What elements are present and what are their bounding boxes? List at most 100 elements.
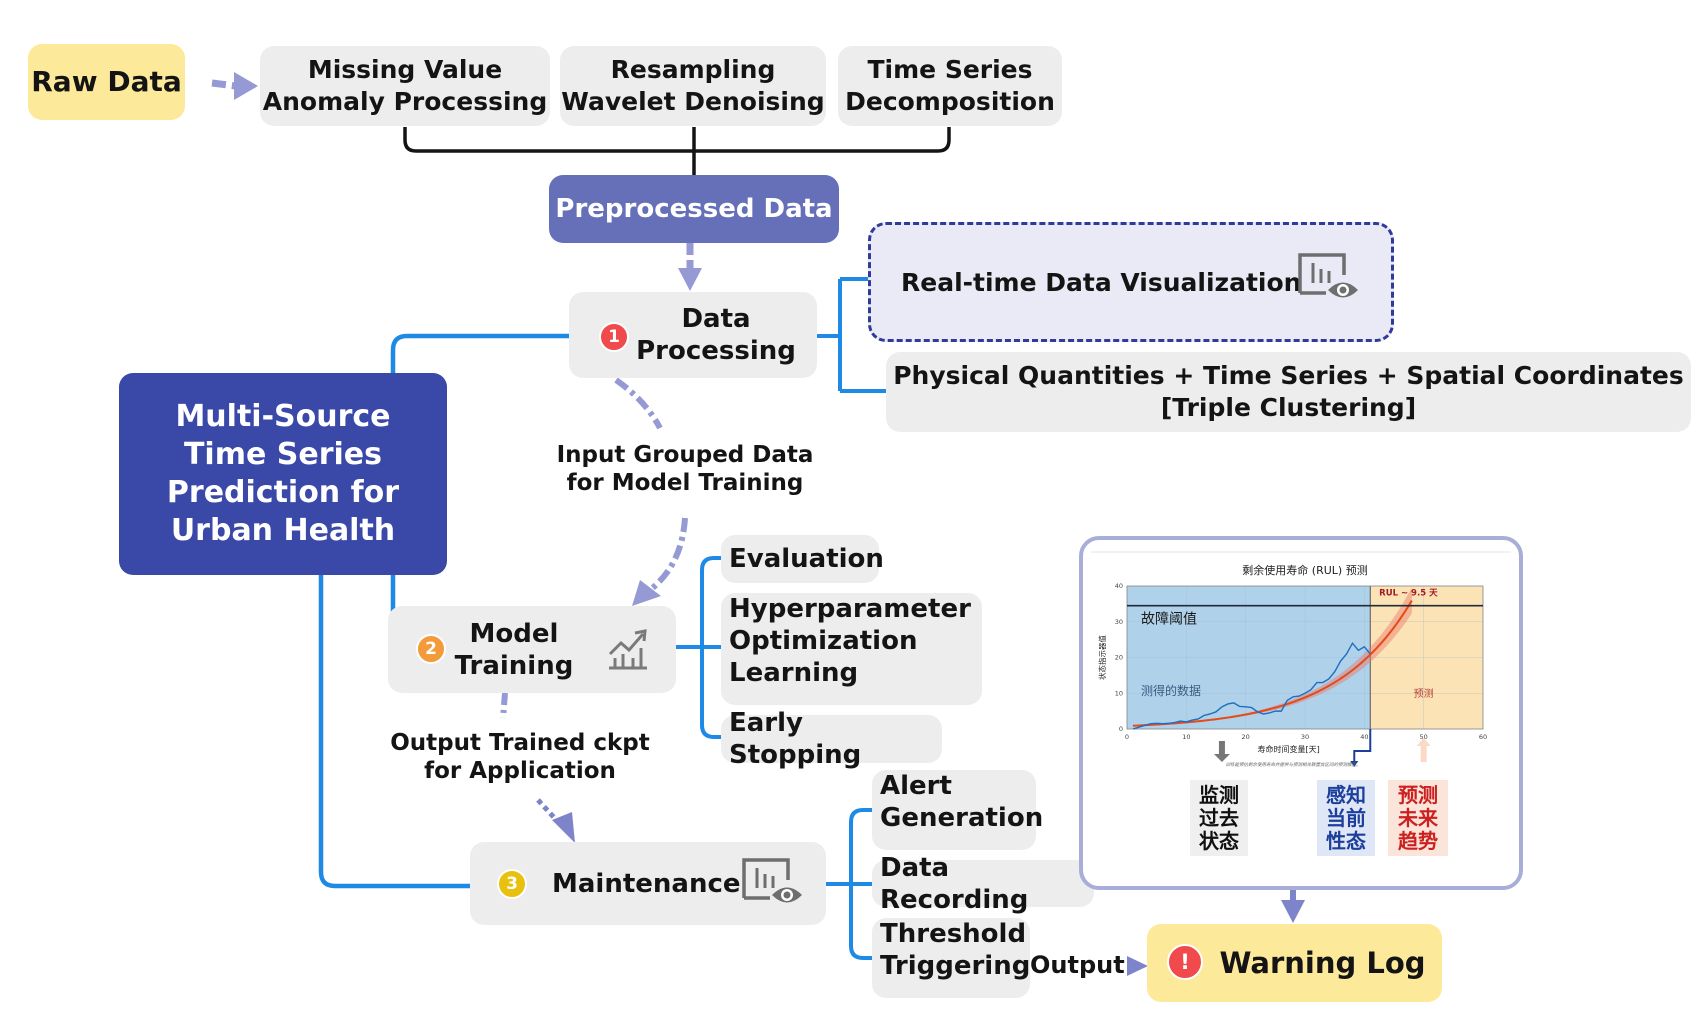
stage-line2: Processing	[636, 336, 796, 366]
training-branch-early-stopping: Early Stopping	[721, 708, 942, 770]
stage-maintenance: Maintenance	[470, 842, 826, 925]
branch-line: Data Recording	[880, 852, 1029, 915]
output-to-maintenance-arrow	[536, 798, 562, 826]
chart-xtick-label: 50	[1420, 733, 1428, 741]
edge-label-input-grouped: Input Grouped Data for Model Training	[540, 441, 830, 497]
badge-number: 3	[506, 874, 518, 894]
training-branch-connector	[676, 556, 721, 739]
chart-xtick-label: 60	[1479, 733, 1487, 741]
caption-future: 预测 未来 趋势	[1388, 780, 1448, 856]
preprocess-step-resampling: Resampling Wavelet Denoising	[560, 46, 826, 126]
growth-chart-icon	[608, 629, 647, 670]
branch-line: Generation	[880, 803, 1044, 833]
arrow-head	[678, 268, 702, 291]
chart-eye-icon	[1298, 253, 1358, 298]
clustering-line2: [Triple Clustering]	[1160, 393, 1417, 422]
caption-present: 感知 当前 性态	[1317, 780, 1375, 856]
chart-ytick-label: 40	[1115, 582, 1123, 590]
step-line2: Decomposition	[845, 87, 1055, 116]
maintenance-branch-connector	[825, 808, 872, 960]
caption-line: 未来	[1398, 805, 1438, 830]
branch-line: Optimization	[729, 626, 918, 656]
future-arrow-shaft	[1420, 744, 1427, 762]
branch-line: Triggering	[880, 951, 1031, 981]
caption-line: 监测	[1199, 782, 1239, 807]
raw-arrow-head	[234, 72, 258, 100]
maintenance-branch-threshold: Threshold Triggering	[872, 918, 1030, 998]
preprocess-bracket	[403, 127, 951, 153]
stage-badge-3: 3	[497, 869, 527, 899]
main-title: Multi-Source Time Series Prediction for …	[166, 399, 400, 548]
chart-ytick-label: 10	[1115, 689, 1123, 697]
chart-footnote: 训练能预估剩余使用寿命并提供与预测相关联置信区间的预测模型。	[1226, 762, 1361, 768]
chart-ytick-label: 0	[1119, 725, 1123, 733]
maintenance-branch-alert: Alert Generation	[872, 770, 1043, 850]
warning-log-label: Warning Log	[1219, 946, 1426, 980]
step-line2: Wavelet Denoising	[561, 87, 825, 116]
arrow-head	[632, 580, 661, 606]
edge-label-line2: for Model Training	[566, 470, 804, 496]
present-arrow	[1353, 729, 1372, 763]
raw-data-node: Raw Data	[28, 44, 185, 120]
caption-line: 感知	[1326, 782, 1366, 807]
edge-label-output: Output	[1030, 951, 1126, 979]
chart-measured-label: 测得的数据	[1141, 683, 1201, 698]
chart-series-measured	[1132, 641, 1371, 730]
chart-rul-label: RUL ~ 9.5 天	[1379, 589, 1438, 599]
preprocessed-data-node: Preprocessed Data	[549, 175, 839, 243]
preprocess-step-decomposition: Time Series Decomposition	[838, 46, 1062, 126]
caption-line: 趋势	[1398, 828, 1438, 853]
branch-line: Hyperparameter	[729, 594, 971, 624]
step-line1: Resampling	[610, 55, 776, 84]
warning-log-node: Warning Log	[1147, 924, 1442, 1002]
chart-xtick-label: 40	[1360, 733, 1368, 741]
stage-line1: Maintenance	[552, 868, 741, 899]
past-arrow-shaft	[1218, 741, 1225, 755]
chart-xtick-label: 20	[1242, 733, 1250, 741]
chart-xtick-label: 10	[1182, 733, 1190, 741]
stage-line1: Data	[681, 304, 751, 334]
maintenance-branch-recording: Data Recording	[872, 853, 1094, 915]
stage-line1: Model	[469, 618, 559, 649]
badge-number: 1	[608, 327, 620, 347]
branch-line: Evaluation	[729, 544, 884, 574]
edge-label-output-ckpt: Output Trained ckpt for Application	[380, 729, 660, 785]
chart-title: 剩余使用寿命 (RUL) 预测	[1242, 563, 1367, 577]
main-to-processing-connector	[390, 333, 570, 373]
triple-clustering-node: Physical Quantities + Time Series + Spat…	[886, 352, 1691, 432]
chart-forecast-label: 预测	[1414, 687, 1434, 700]
realtime-visualization-label: Real-time Data Visualization	[901, 267, 1302, 297]
chart-xlabel: 寿命时间变量[天]	[1258, 744, 1320, 754]
preprocessed-label: Preprocessed Data	[555, 194, 833, 224]
arrow-head	[552, 812, 575, 843]
chart-xtick-label: 0	[1125, 733, 1129, 741]
preprocess-step-missing-value: Missing Value Anomaly Processing	[260, 46, 550, 126]
arrow-head	[1281, 900, 1305, 923]
edge-label-line1: Output Trained ckpt	[390, 730, 650, 756]
stage-line2: Training	[454, 650, 574, 681]
past-arrow-head	[1213, 754, 1230, 762]
main-title-node: Multi-Source Time Series Prediction for …	[119, 373, 447, 575]
chart-ylabel: 状态指示器值	[1097, 635, 1107, 680]
present-arrow-head	[1350, 761, 1359, 767]
caption-line: 当前	[1326, 805, 1366, 830]
stage-badge-1: 1	[599, 322, 629, 352]
training-branch-hyperparameter: Hyperparameter Optimization Learning	[721, 593, 982, 705]
edge-label-line1: Input Grouped Data	[556, 442, 814, 468]
chart-plot-frame	[1126, 585, 1484, 730]
branch-line: Threshold	[880, 919, 1027, 949]
clustering-line1: Physical Quantities + Time Series + Spat…	[893, 361, 1684, 390]
realtime-visualization-node: Real-time Data Visualization	[868, 222, 1394, 342]
caption-line: 性态	[1326, 828, 1366, 853]
chart-ytick-label: 20	[1115, 654, 1123, 662]
processing-to-training-arrow	[614, 377, 663, 430]
chart-xtick-label: 30	[1301, 733, 1309, 741]
stage-badge-2: 2	[416, 634, 446, 664]
edge-label-line2: for Application	[424, 758, 616, 784]
output-to-warning-arrow	[1127, 956, 1148, 976]
chart-eye-icon	[742, 858, 802, 903]
raw-to-preprocess-arrow	[211, 79, 237, 90]
chart-threshold-label: 故障阈值	[1141, 612, 1197, 628]
step-line2: Anomaly Processing	[262, 87, 548, 116]
